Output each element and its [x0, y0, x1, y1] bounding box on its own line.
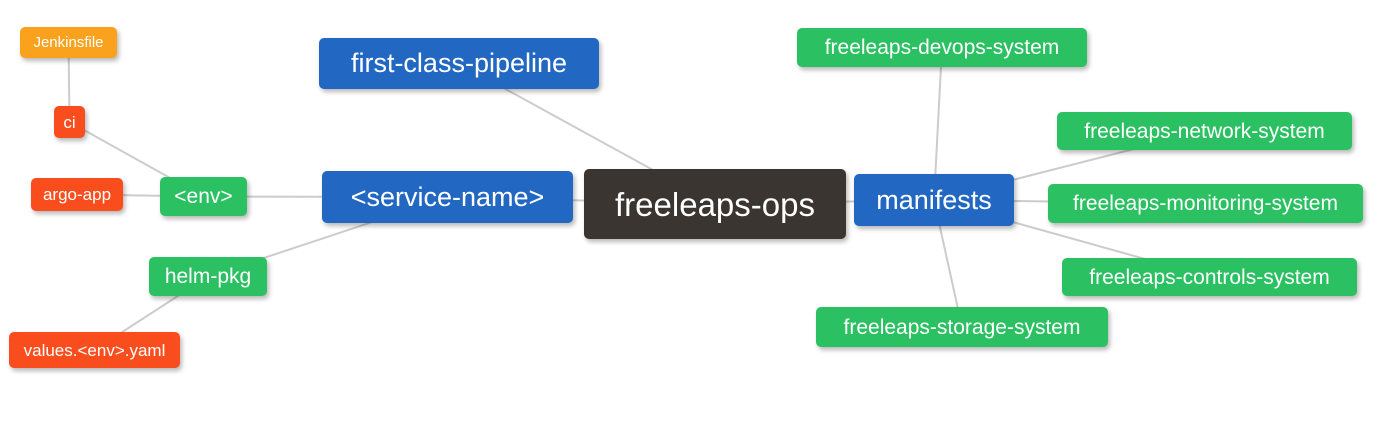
- node-freeleaps-ops[interactable]: freeleaps-ops: [584, 169, 846, 239]
- node-freeleaps-controls-system[interactable]: freeleaps-controls-system: [1062, 258, 1357, 296]
- node-freeleaps-monitoring-system[interactable]: freeleaps-monitoring-system: [1048, 184, 1363, 223]
- node-helm-pkg[interactable]: helm-pkg: [149, 257, 267, 296]
- node-ci[interactable]: ci: [54, 106, 85, 138]
- node-values-env-yaml[interactable]: values.<env>.yaml: [9, 332, 180, 368]
- node-freeleaps-network-system[interactable]: freeleaps-network-system: [1057, 112, 1352, 150]
- node-service-name[interactable]: <service-name>: [322, 171, 573, 223]
- node-freeleaps-devops-system[interactable]: freeleaps-devops-system: [797, 28, 1087, 67]
- node-env[interactable]: <env>: [160, 177, 247, 216]
- node-freeleaps-storage-system[interactable]: freeleaps-storage-system: [816, 307, 1108, 347]
- node-manifests[interactable]: manifests: [854, 174, 1014, 226]
- node-first-class-pipeline[interactable]: first-class-pipeline: [319, 38, 599, 89]
- node-jenkinsfile[interactable]: Jenkinsfile: [20, 27, 117, 58]
- node-argo-app[interactable]: argo-app: [31, 178, 123, 211]
